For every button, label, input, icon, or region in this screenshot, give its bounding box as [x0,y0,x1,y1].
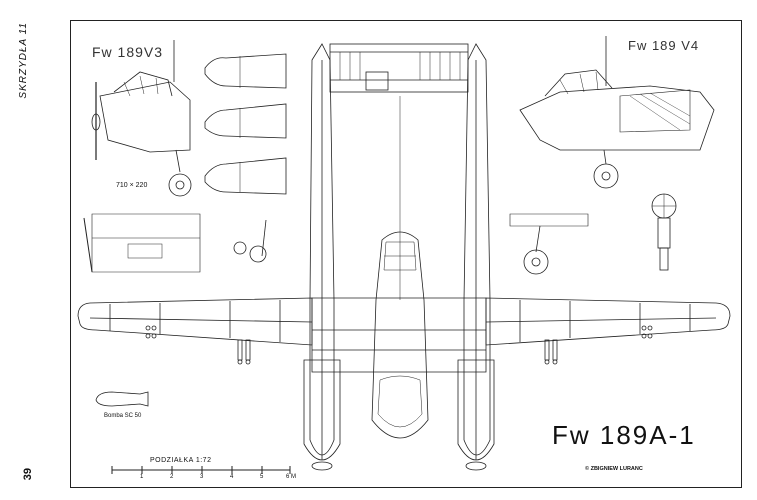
main-title: Fw 189A-1 [552,420,696,450]
tailplane [329,43,469,93]
v4-side-view [519,36,715,189]
drawing-frame [70,20,742,488]
v3-side-view [91,40,192,197]
scale-bar [111,466,291,474]
v4-gear-detail [509,213,589,275]
variant-v4-label: Fw 189 V4 [628,38,700,53]
bomb-label: Bomba SC 50 [104,413,142,419]
right-engine-nacelle [457,359,495,461]
copyright-label: © ZBIGNIEW LURANC [585,466,643,472]
bomb-sc50-drawing [95,391,149,407]
scale-tick-3: 3 [200,474,204,480]
scale-tick-6: 6 M [286,474,297,480]
v4-gear-front [651,193,677,271]
left-bomb-racks [237,339,251,365]
scale-tick-4: 4 [230,474,234,480]
scale-tick-5: 5 [260,474,264,480]
tire-size-label: 710 × 220 [116,182,148,189]
main-gear-v3 [233,219,267,263]
scale-tick-1: 1 [140,474,144,480]
left-engine-nacelle [303,359,341,461]
center-section [311,297,487,373]
scale-tick-2: 2 [170,474,174,480]
right-tail-boom [463,43,491,456]
right-wing-outline [485,297,731,346]
left-wing-outline [77,297,313,346]
left-tail-boom [309,43,335,456]
crew-gondola [371,231,429,439]
wing-root-detail [83,213,201,273]
scale-label: PODZIAŁKA 1:72 [150,457,212,464]
right-bomb-racks [544,339,558,365]
variant-v3-label: Fw 189V3 [92,44,164,60]
cowling-views [204,53,287,195]
